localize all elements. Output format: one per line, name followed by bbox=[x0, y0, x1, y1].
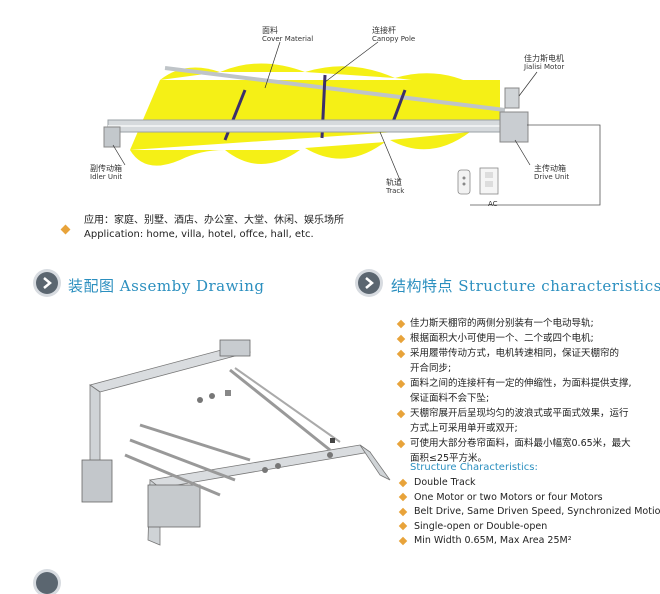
feature-en-item: One Motor or two Motors or four Motors bbox=[398, 491, 660, 506]
diamond-bullet-icon bbox=[396, 439, 406, 448]
chevron-right-icon bbox=[36, 572, 58, 594]
application-cn: 应用：家庭、别墅、酒店、办公室、大堂、休闲、娱乐场所 bbox=[84, 215, 344, 226]
application-en: Application: home, villa, hotel, offce, … bbox=[84, 229, 314, 240]
application-block: 应用：家庭、别墅、酒店、办公室、大堂、休闲、娱乐场所 Application: … bbox=[84, 214, 344, 242]
feature-en-item: Belt Drive, Same Driven Speed, Synchroni… bbox=[398, 505, 660, 520]
diamond-bullet-icon bbox=[396, 409, 406, 418]
canopy-illustration bbox=[0, 0, 660, 215]
feature-en-item: Min Width 0.65M, Max Area 25M² bbox=[398, 534, 660, 549]
diamond-bullet-icon bbox=[398, 521, 408, 531]
canopy-diagram bbox=[103, 41, 601, 206]
features-en-title: Structure Characteristics: bbox=[410, 462, 538, 473]
diamond-bullet-icon bbox=[398, 492, 408, 502]
diamond-bullet-icon bbox=[398, 478, 408, 487]
chevron-right-icon bbox=[358, 272, 380, 294]
diamond-bullet-icon bbox=[398, 507, 408, 516]
label-ac: AC bbox=[488, 200, 498, 208]
diamond-bullet-icon bbox=[60, 224, 71, 235]
feature-en-item: Single-open or Double-open bbox=[398, 520, 660, 535]
feature-cn-item-cont: 面积≤25平方米。 bbox=[410, 453, 488, 464]
diamond-bullet-icon bbox=[396, 349, 406, 358]
remote-control-icon bbox=[457, 169, 471, 195]
diamond-bullet-icon bbox=[396, 334, 406, 343]
feature-cn-item: 采用履带传动方式，电机转速相同，保证天棚帘的 bbox=[396, 346, 660, 361]
diamond-bullet-icon bbox=[398, 536, 408, 545]
assembly-drawing bbox=[30, 330, 400, 580]
chevron-right-icon bbox=[36, 272, 58, 294]
feature-cn-item-cont: 保证面料不会下坠; bbox=[410, 393, 490, 404]
features-en-list: Double Track One Motor or two Motors or … bbox=[398, 476, 660, 549]
feature-cn-item: 佳力斯天棚帘的两侧分别装有一个电动导轨; bbox=[396, 316, 660, 331]
feature-cn-item: 天棚帘展开后呈现均匀的波浪式或平面式效果，运行 bbox=[396, 406, 660, 421]
feature-en-item: Double Track bbox=[398, 476, 660, 491]
feature-cn-item-cont: 开合同步; bbox=[410, 363, 452, 374]
diamond-bullet-icon bbox=[396, 319, 406, 328]
application-bullet bbox=[60, 218, 71, 237]
diamond-bullet-icon bbox=[396, 379, 406, 388]
assembly-title: 装配图 Assemby Drawing bbox=[68, 277, 265, 295]
features-cn-list: 佳力斯天棚帘的两侧分别装有一个电动导轨; 根据面积大小可使用一个、二个或四个电机… bbox=[396, 316, 660, 466]
feature-cn-item: 面料之间的连接杆有一定的伸缩性，为面料提供支撑, bbox=[396, 376, 660, 391]
feature-cn-item: 根据面积大小可使用一个、二个或四个电机; bbox=[396, 331, 660, 346]
feature-cn-item-cont: 方式上可采用单开或双开; bbox=[410, 423, 518, 434]
feature-cn-item: 可使用大部分卷帘面料，面料最小幅宽0.65米，最大 bbox=[396, 436, 660, 451]
structure-title: 结构特点 Structure characteristics bbox=[391, 277, 660, 295]
